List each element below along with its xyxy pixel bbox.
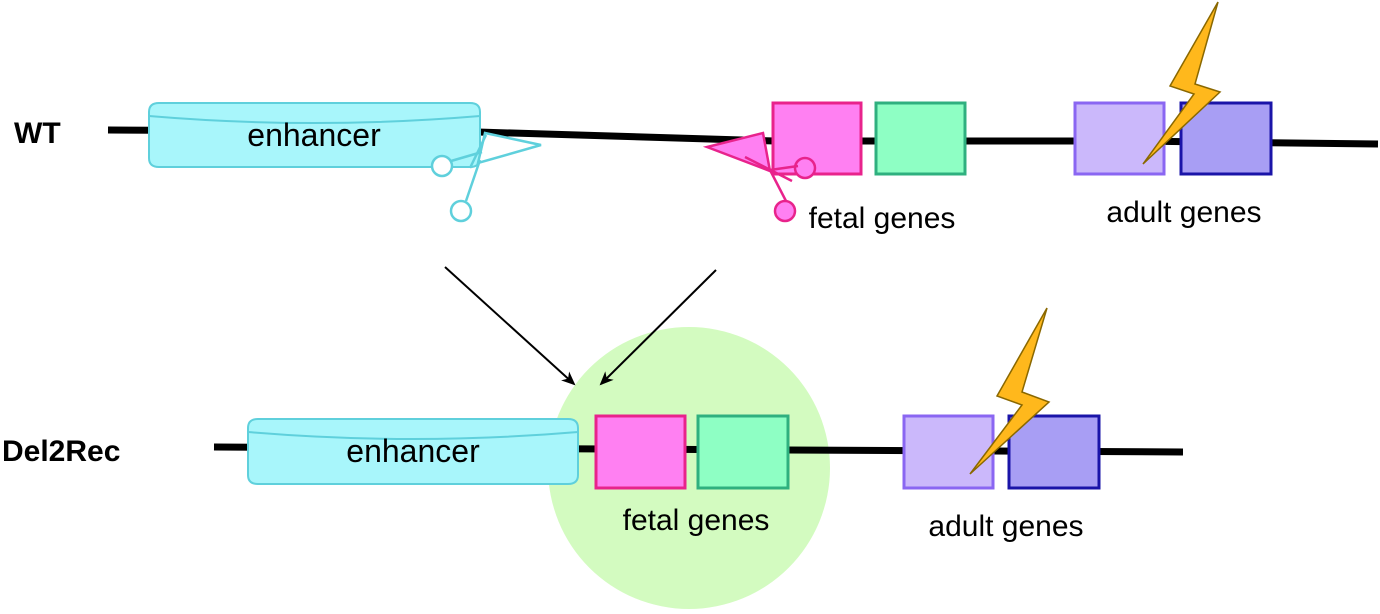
wt-fetal-genes-label: fetal genes [809,202,956,235]
scissors-icon [702,131,817,223]
wt-adult-genes-label: adult genes [1106,196,1261,229]
lightning-bolt-icon [1142,1,1222,165]
del2rec-fetal-gene-2 [696,414,790,490]
fetal-activation-highlight [548,327,830,609]
del2rec-adult-gene-2 [1007,414,1101,490]
del2rec-adult-genes-label: adult genes [928,510,1083,543]
wt-enhancer-label: enhancer [247,117,381,153]
deletion-arrow-right [599,269,717,386]
del2rec-enhancer-label: enhancer [346,433,480,469]
lightning-bolt-icon [969,307,1051,475]
wt-enhancer: enhancer [148,102,481,168]
del2rec-fetal-genes-label: fetal genes [623,504,770,537]
del2rec-row-label: Del2Rec [2,435,120,468]
wt-adult-gene-1 [1073,101,1166,176]
wt-fetal-gene-1 [771,101,863,176]
scissors-icon [430,131,542,223]
wt-row-label: WT [14,117,61,150]
wt-fetal-gene-2 [874,101,967,176]
del2rec-fetal-gene-1 [594,414,687,490]
deletion-arrow-left [444,266,576,386]
del2rec-adult-gene-1 [902,414,995,490]
del2rec-enhancer: enhancer [247,418,579,485]
